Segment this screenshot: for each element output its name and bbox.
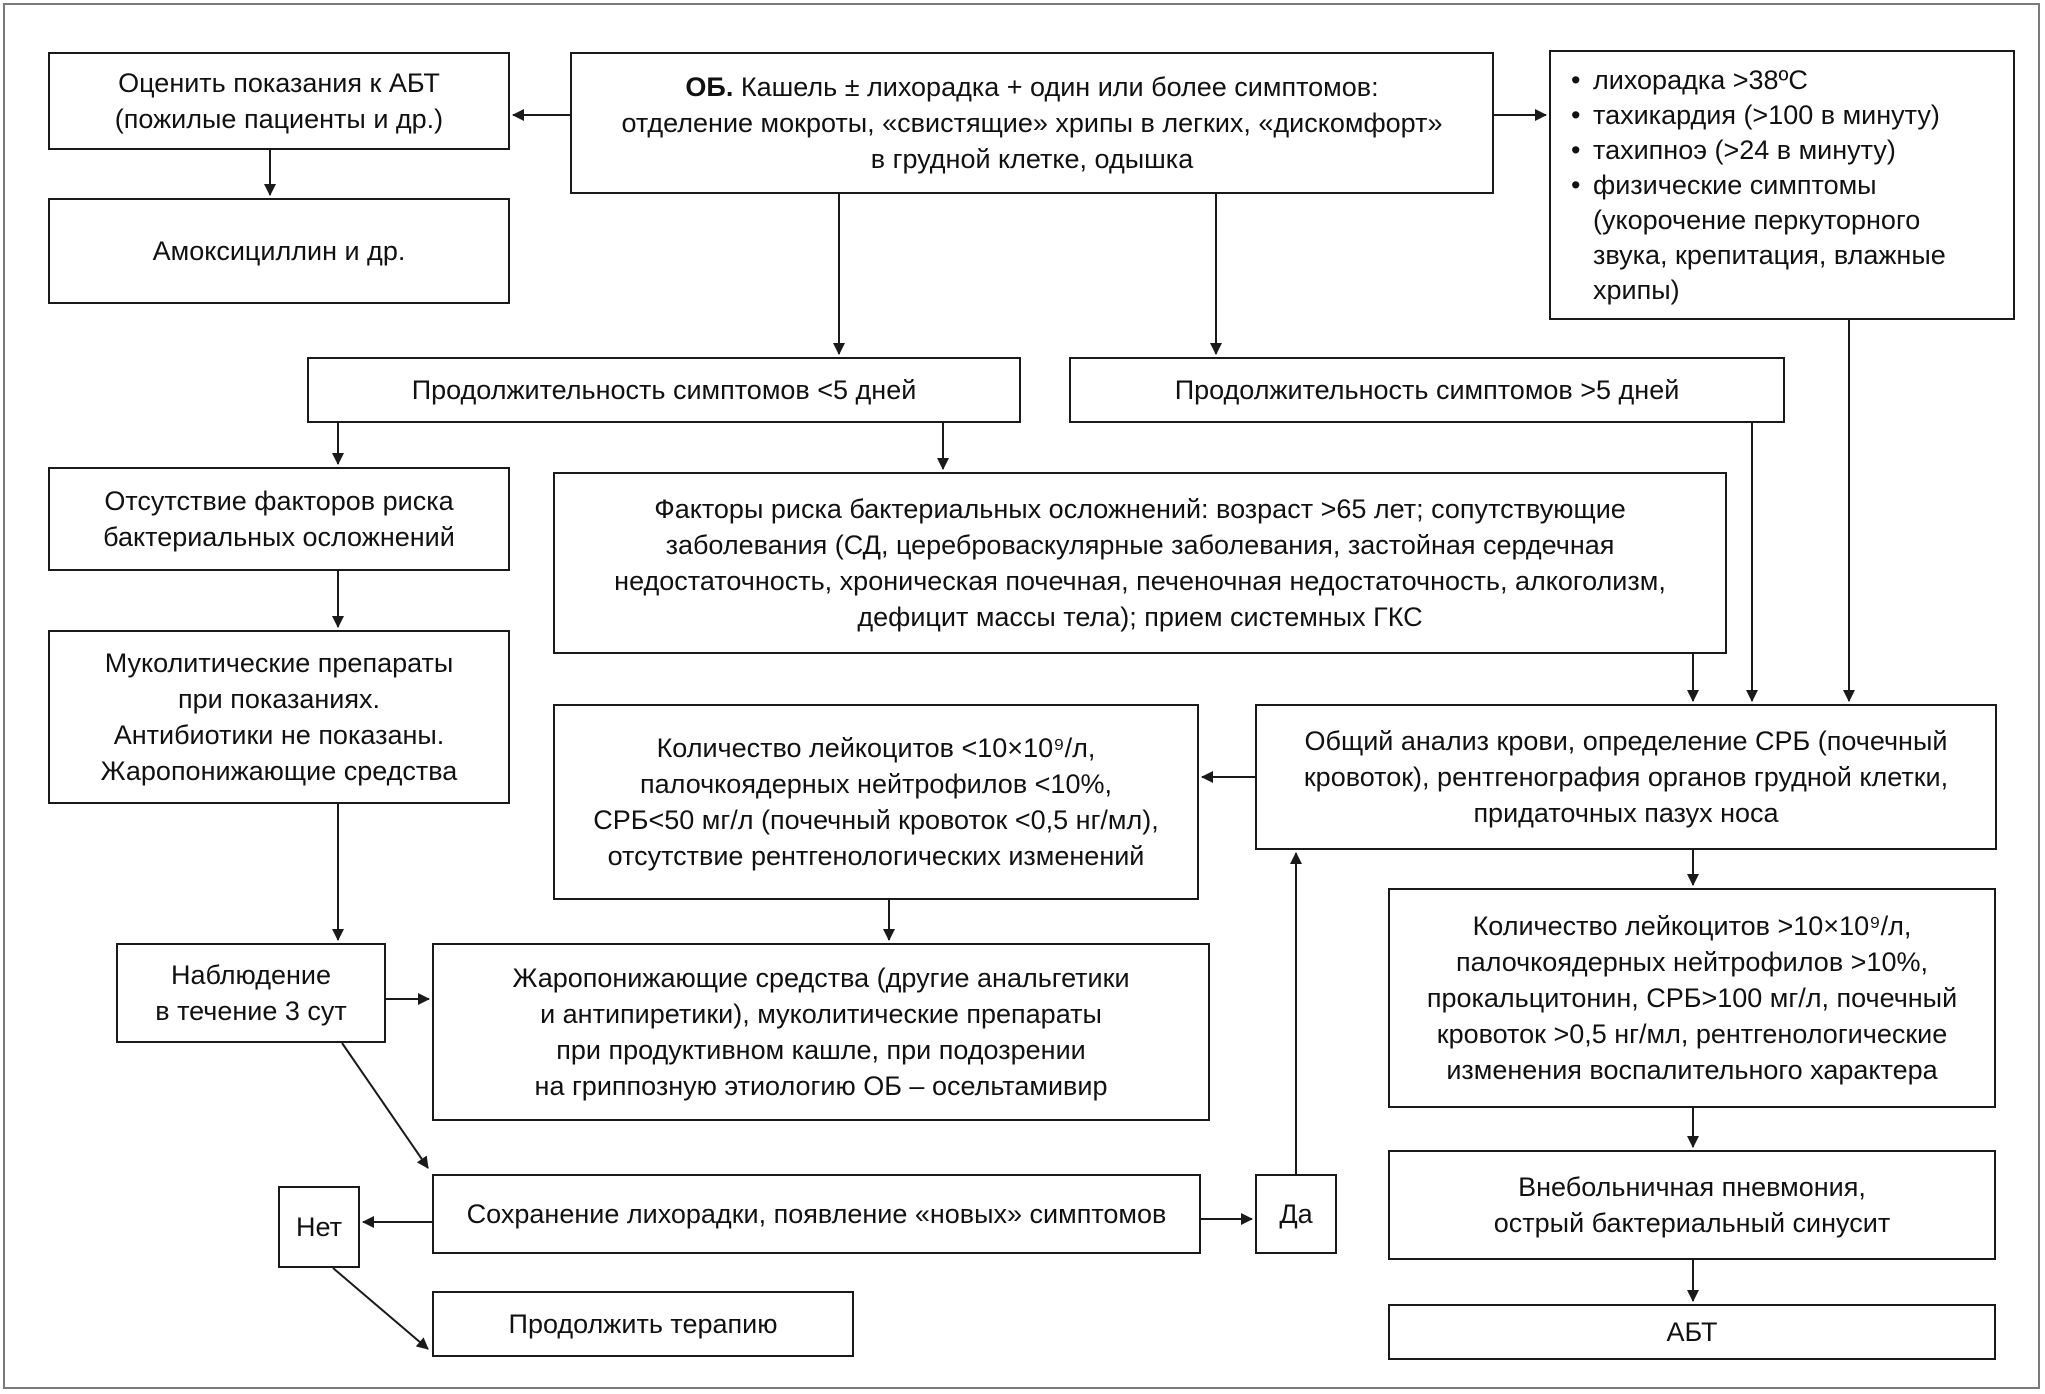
bullet-icon: •: [1571, 99, 1581, 130]
high-markers-line-5: изменения воспалительного характера: [1446, 1055, 1938, 1085]
symptom-item: • лихорадка >38ºС: [1571, 63, 1808, 98]
symptom-text-continued: (укорочение перкуторного: [1593, 204, 1921, 235]
pneumonia-box: Внебольничная пневмония, острый бактериа…: [1388, 1150, 1996, 1260]
duration-lt5-box: Продолжительность симптомов <5 дней: [307, 357, 1021, 423]
continue-therapy-box: Продолжить терапию: [432, 1291, 854, 1357]
risk-factors-line-3: недостаточность, хроническая почечная, п…: [614, 566, 1666, 596]
no-answer-box: Нет: [278, 1186, 360, 1268]
duration-gt5-text: Продолжительность симптомов >5 дней: [1174, 375, 1680, 405]
pneumonia-line-2: острый бактериальный синусит: [1493, 1208, 1891, 1238]
blood-test-line-1: Общий анализ крови, определение СРБ (поч…: [1304, 726, 1948, 756]
mucolytics-line-2: при показаниях.: [178, 684, 380, 714]
no-answer-text: Нет: [296, 1212, 342, 1242]
abt-text: АБТ: [1666, 1317, 1718, 1347]
symptom-item: • физические симптомы: [1571, 168, 1877, 203]
risk-factors-line-4: дефицит массы тела); прием системных ГКС: [857, 602, 1423, 632]
observation-line-1: Наблюдение: [171, 960, 331, 990]
low-markers-line-3: СРБ<50 мг/л (почечный кровоток <0,5 нг/м…: [593, 805, 1159, 835]
bullet-icon: •: [1571, 169, 1581, 200]
antipyretics-line-3: при продуктивном кашле, при подозрении: [556, 1035, 1086, 1065]
symptom-text: тахипноэ (>24 в минуту): [1593, 134, 1896, 165]
high-markers-line-2: палочкоядерных нейтрофилов >10%,: [1456, 947, 1928, 977]
arrow-no-to-continue: [332, 1267, 429, 1350]
high-markers-line-3: прокальцитонин, СРБ>100 мг/л, почечный: [1426, 983, 1958, 1013]
mucolytics-line-4: Жаропонижающие средства: [100, 756, 458, 786]
low-markers-line-1: Количество лейкоцитов <10×10⁹/л,: [656, 733, 1096, 763]
abt-box: АБТ: [1388, 1304, 1996, 1360]
duration-gt5-box: Продолжительность симптомов >5 дней: [1069, 357, 1785, 423]
assess-abt-line-1: Оценить показания к АБТ: [118, 68, 440, 98]
ob-definition-box: ОБ. Кашель ± лихорадка + один или более …: [570, 52, 1494, 194]
blood-test-line-3: придаточных пазух носа: [1473, 798, 1779, 828]
antipyretics-line-4: на гриппозную этиологию ОБ – осельтамиви…: [534, 1071, 1108, 1101]
observation-box: Наблюдение в течение 3 сут: [116, 943, 386, 1043]
no-risk-line-1: Отсутствие факторов риска: [104, 486, 454, 516]
bullet-icon: •: [1571, 64, 1581, 95]
ob-lead: ОБ.: [685, 72, 734, 102]
ob-line-2: отделение мокроты, «свистящие» хрипы в л…: [621, 108, 1443, 138]
symptom-text: тахикардия (>100 в минуту): [1593, 99, 1940, 130]
no-risk-line-2: бактериальных осложнений: [103, 522, 455, 552]
risk-factors-line-2: заболевания (СД, цереброваскулярные забо…: [665, 530, 1615, 560]
blood-test-box: Общий анализ крови, определение СРБ (поч…: [1255, 704, 1997, 850]
arrow-observation-to-persist: [341, 1042, 429, 1169]
amoxicillin-line-1: Амоксициллин и др.: [152, 236, 406, 266]
no-risk-factors-box: Отсутствие факторов риска бактериальных …: [48, 467, 510, 571]
ob-line-1: Кашель ± лихорадка + один или более симп…: [740, 72, 1379, 102]
amoxicillin-box: Амоксициллин и др.: [48, 198, 510, 304]
symptom-item: • тахикардия (>100 в минуту): [1571, 98, 1940, 133]
mucolytics-line-1: Муколитические препараты: [104, 648, 454, 678]
low-markers-line-4: отсутствие рентгенологических изменений: [607, 841, 1145, 871]
yes-answer-box: Да: [1255, 1174, 1337, 1254]
bullet-icon: •: [1571, 134, 1581, 165]
high-markers-line-1: Количество лейкоцитов >10×10⁹/л,: [1472, 911, 1912, 941]
risk-factors-line-1: Факторы риска бактериальных осложнений: …: [654, 494, 1626, 524]
low-markers-box: Количество лейкоцитов <10×10⁹/л, палочко…: [553, 704, 1199, 900]
assess-abt-box: Оценить показания к АБТ (пожилые пациент…: [48, 52, 510, 150]
high-markers-box: Количество лейкоцитов >10×10⁹/л, палочко…: [1388, 888, 1996, 1108]
continue-therapy-text: Продолжить терапию: [508, 1309, 778, 1339]
antipyretics-box: Жаропонижающие средства (другие анальгет…: [432, 943, 1210, 1121]
diagram-frame: [3, 3, 2040, 1389]
yes-answer-text: Да: [1279, 1199, 1313, 1229]
symptom-text: физические симптомы: [1593, 169, 1877, 200]
symptom-text-continued: хрипы): [1593, 274, 1680, 305]
antipyretics-line-1: Жаропонижающие средства (другие анальгет…: [512, 963, 1130, 993]
mucolytics-line-3: Антибиотики не показаны.: [113, 720, 445, 750]
low-markers-line-2: палочкоядерных нейтрофилов <10%,: [640, 769, 1112, 799]
ob-line-3: в грудной клетке, одышка: [870, 144, 1194, 174]
observation-line-2: в течение 3 сут: [155, 996, 347, 1026]
pneumonia-line-1: Внебольничная пневмония,: [1518, 1172, 1866, 1202]
mucolytics-box: Муколитические препараты при показаниях.…: [48, 630, 510, 804]
symptom-text-continued: звука, крепитация, влажные: [1593, 239, 1946, 270]
risk-factors-box: Факторы риска бактериальных осложнений: …: [553, 472, 1727, 654]
persist-symptoms-box: Сохранение лихорадки, появление «новых» …: [432, 1174, 1201, 1254]
blood-test-line-2: кровоток), рентгенография органов грудно…: [1303, 762, 1949, 792]
persist-text: Сохранение лихорадки, появление «новых» …: [466, 1199, 1167, 1229]
antipyretics-line-2: и антипиретики), муколитические препарат…: [540, 999, 1102, 1029]
duration-lt5-text: Продолжительность симптомов <5 дней: [411, 375, 917, 405]
high-markers-line-4: кровоток >0,5 нг/мл, рентгенологические: [1436, 1019, 1948, 1049]
symptom-item: • тахипноэ (>24 в минуту): [1571, 133, 1896, 168]
symptoms-list-box: • лихорадка >38ºС • тахикардия (>100 в мин…: [1549, 50, 2015, 320]
assess-abt-line-2: (пожилые пациенты и др.): [114, 104, 444, 134]
symptom-text: лихорадка >38ºС: [1593, 64, 1808, 95]
